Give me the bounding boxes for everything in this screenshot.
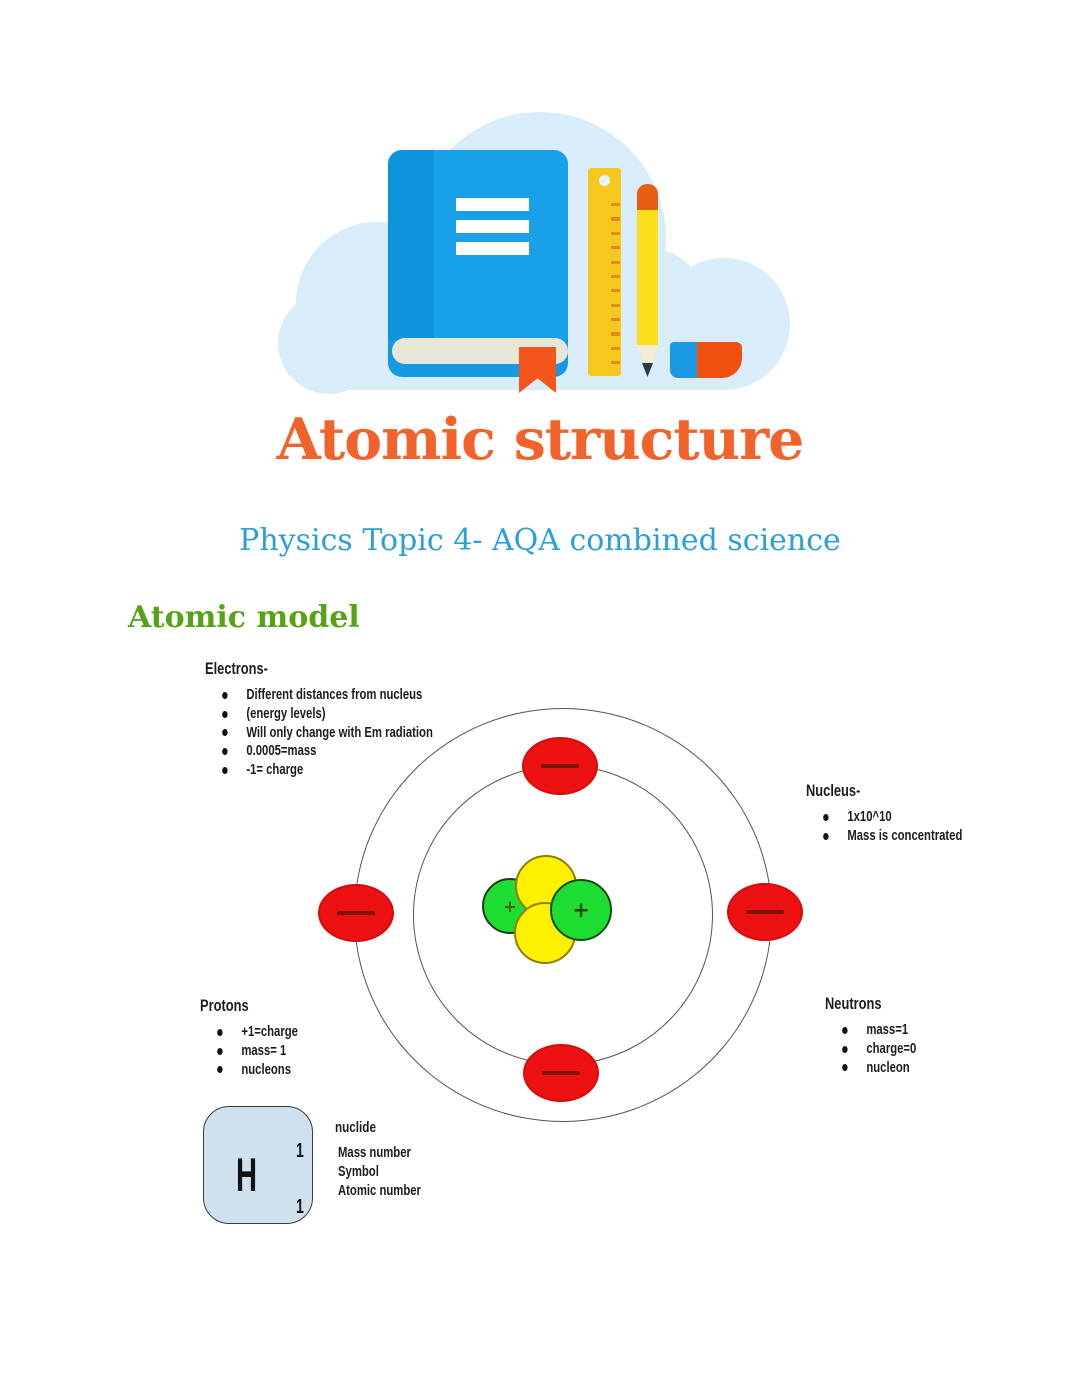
bullet-item: Mass is concentrated [806, 827, 962, 846]
bullet-dot-icon [222, 691, 228, 699]
minus-icon [541, 764, 579, 768]
electrons-note: Electrons- Different distances from nucl… [205, 660, 433, 779]
bullet-dot-icon [842, 1026, 848, 1034]
bullet-dot-icon [823, 832, 829, 840]
atomic-number-value: 1 [296, 1196, 304, 1218]
bullet-item: Different distances from nucleus [205, 686, 433, 705]
legend-row: Mass number [338, 1145, 411, 1161]
nuclide-box [203, 1106, 313, 1224]
electron-right [727, 883, 803, 941]
bullet-item: nucleon [825, 1058, 916, 1077]
electron-bottom [523, 1044, 599, 1102]
bullet-dot-icon [217, 1028, 223, 1036]
bullet-text: charge=0 [866, 1041, 917, 1058]
legend-row: Atomic number [338, 1183, 421, 1199]
minus-icon [337, 911, 375, 915]
bullet-text: Mass is concentrated [847, 828, 963, 845]
electron-left [318, 884, 394, 942]
bullet-dot-icon [222, 766, 228, 774]
minus-icon [746, 910, 784, 914]
nuclide-label: nuclide [335, 1119, 376, 1136]
neutrons-note: Neutrons mass=1 charge=0 nucleon [825, 995, 916, 1077]
bullet-item: Will only change with Em radiation [205, 723, 433, 742]
page-subtitle: Physics Topic 4- AQA combined science [239, 523, 841, 558]
neutrons-label: Neutrons [825, 995, 882, 1013]
minus-icon [542, 1071, 580, 1075]
proton-right: + [550, 879, 612, 941]
bullet-text: 0.0005=mass [246, 743, 317, 760]
bullet-text: mass= 1 [241, 1043, 287, 1060]
bullet-text: nucleons [241, 1061, 291, 1078]
bullet-item: 0.0005=mass [205, 742, 433, 761]
bullet-dot-icon [823, 813, 829, 821]
electron-top [522, 737, 598, 795]
bullet-text: +1=charge [241, 1024, 298, 1041]
page-title: Atomic structure [276, 406, 805, 473]
bullet-dot-icon [842, 1045, 848, 1053]
bullet-item: mass= 1 [200, 1042, 298, 1061]
electrons-label: Electrons- [205, 660, 268, 678]
bullet-item: mass=1 [825, 1021, 916, 1040]
mass-number-value: 1 [296, 1140, 304, 1162]
bullet-text: Different distances from nucleus [246, 687, 423, 704]
bullet-item: +1=charge [200, 1023, 298, 1042]
bullet-dot-icon [222, 710, 228, 718]
plus-icon: + [503, 896, 517, 916]
bullet-text: Will only change with Em radiation [246, 724, 433, 741]
bullet-item: 1x10^10 [806, 808, 962, 827]
bullet-dot-icon [222, 729, 228, 737]
nucleus-label: Nucleus- [806, 782, 861, 800]
bullet-item: -1= charge [205, 761, 433, 780]
eraser-icon [670, 342, 742, 378]
nucleus-note: Nucleus- 1x10^10 Mass is concentrated [806, 782, 962, 845]
bullet-item: nucleons [200, 1060, 298, 1079]
plus-icon: + [572, 898, 590, 922]
bullet-item: (energy levels) [205, 705, 433, 724]
bullet-dot-icon [222, 747, 228, 755]
section-heading: Atomic model [128, 600, 360, 635]
bullet-text: (energy levels) [246, 706, 326, 723]
protons-label: Protons [200, 997, 249, 1015]
bullet-text: mass=1 [866, 1022, 909, 1039]
bullet-text: -1= charge [246, 762, 304, 779]
protons-note: Protons +1=charge mass= 1 nucleons [200, 997, 298, 1079]
bullet-dot-icon [217, 1047, 223, 1055]
bullet-item: charge=0 [825, 1040, 916, 1059]
bullet-text: nucleon [866, 1059, 910, 1076]
legend-row: Symbol [338, 1164, 379, 1180]
nuclide-symbol: H [236, 1148, 258, 1201]
bullet-dot-icon [842, 1064, 848, 1072]
bullet-dot-icon [217, 1066, 223, 1074]
bullet-text: 1x10^10 [847, 809, 892, 826]
